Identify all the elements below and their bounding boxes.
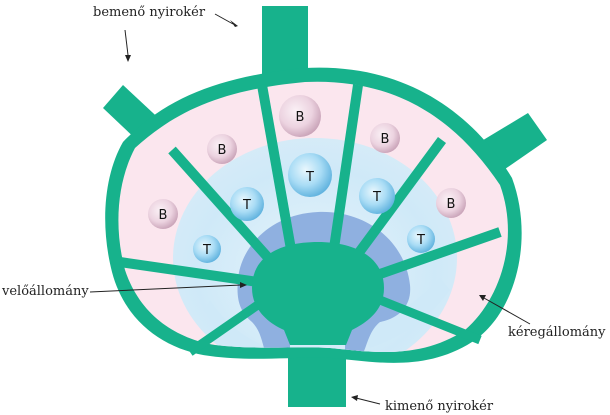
t-cell-1: T bbox=[288, 153, 332, 197]
label-cortex: kéregállomány bbox=[508, 325, 606, 340]
svg-text:T: T bbox=[242, 198, 251, 213]
t-cell-4: T bbox=[193, 235, 221, 263]
b-cell-2: B bbox=[207, 134, 237, 164]
label-efferent-vessel: kimenő nyirokér bbox=[385, 399, 494, 414]
trabeculae bbox=[119, 84, 502, 356]
svg-text:B: B bbox=[447, 197, 456, 212]
b-cell-4: B bbox=[148, 199, 178, 229]
b-cell-1: B bbox=[279, 95, 321, 137]
svg-text:B: B bbox=[381, 132, 390, 147]
label-medulla: velőállomány bbox=[1, 284, 89, 299]
label-afferent-vessel: bemenő nyirokér bbox=[93, 5, 206, 20]
svg-text:T: T bbox=[416, 233, 425, 248]
b-cell-3: B bbox=[370, 123, 400, 153]
annotation-arrows bbox=[89, 13, 531, 405]
t-cell-5: T bbox=[407, 225, 435, 253]
svg-text:B: B bbox=[159, 208, 168, 223]
t-cell-3: T bbox=[359, 178, 395, 214]
svg-text:B: B bbox=[296, 110, 305, 125]
svg-text:B: B bbox=[218, 143, 227, 158]
hilum bbox=[252, 242, 384, 345]
b-cell-5: B bbox=[436, 188, 466, 218]
svg-text:T: T bbox=[202, 243, 211, 258]
svg-text:T: T bbox=[372, 190, 381, 205]
svg-text:T: T bbox=[305, 170, 314, 185]
t-cell-2: T bbox=[230, 187, 264, 221]
